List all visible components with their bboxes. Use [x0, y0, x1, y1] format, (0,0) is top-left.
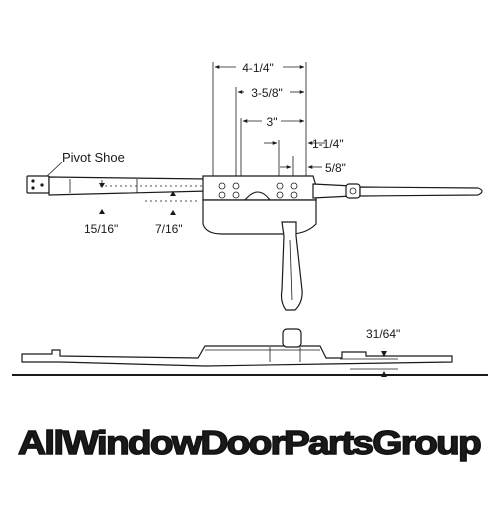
dimension-lines — [212, 62, 325, 178]
dim-1-1-4: 1-1/4" — [312, 137, 344, 151]
dim-7-16: 7/16" — [155, 222, 183, 236]
dim-5-8: 5/8" — [325, 161, 346, 175]
brand-logo-text: AllWindowDoorPartsGroup — [18, 424, 480, 461]
dim-31-64: 31/64" — [366, 327, 400, 341]
pivot-shoe-leader — [44, 161, 63, 179]
brand-logo: AllWindowDoorPartsGroup — [17, 423, 482, 461]
dim-15-16: 15/16" — [84, 222, 118, 236]
dim-3-5-8: 3-5/8" — [251, 86, 283, 100]
pivot-shoe-label: Pivot Shoe — [62, 150, 125, 165]
operator-side-view — [12, 328, 488, 377]
dim-4-1-4: 4-1/4" — [242, 61, 274, 75]
operator-top-view — [26, 175, 483, 311]
dim-3: 3" — [267, 115, 278, 129]
